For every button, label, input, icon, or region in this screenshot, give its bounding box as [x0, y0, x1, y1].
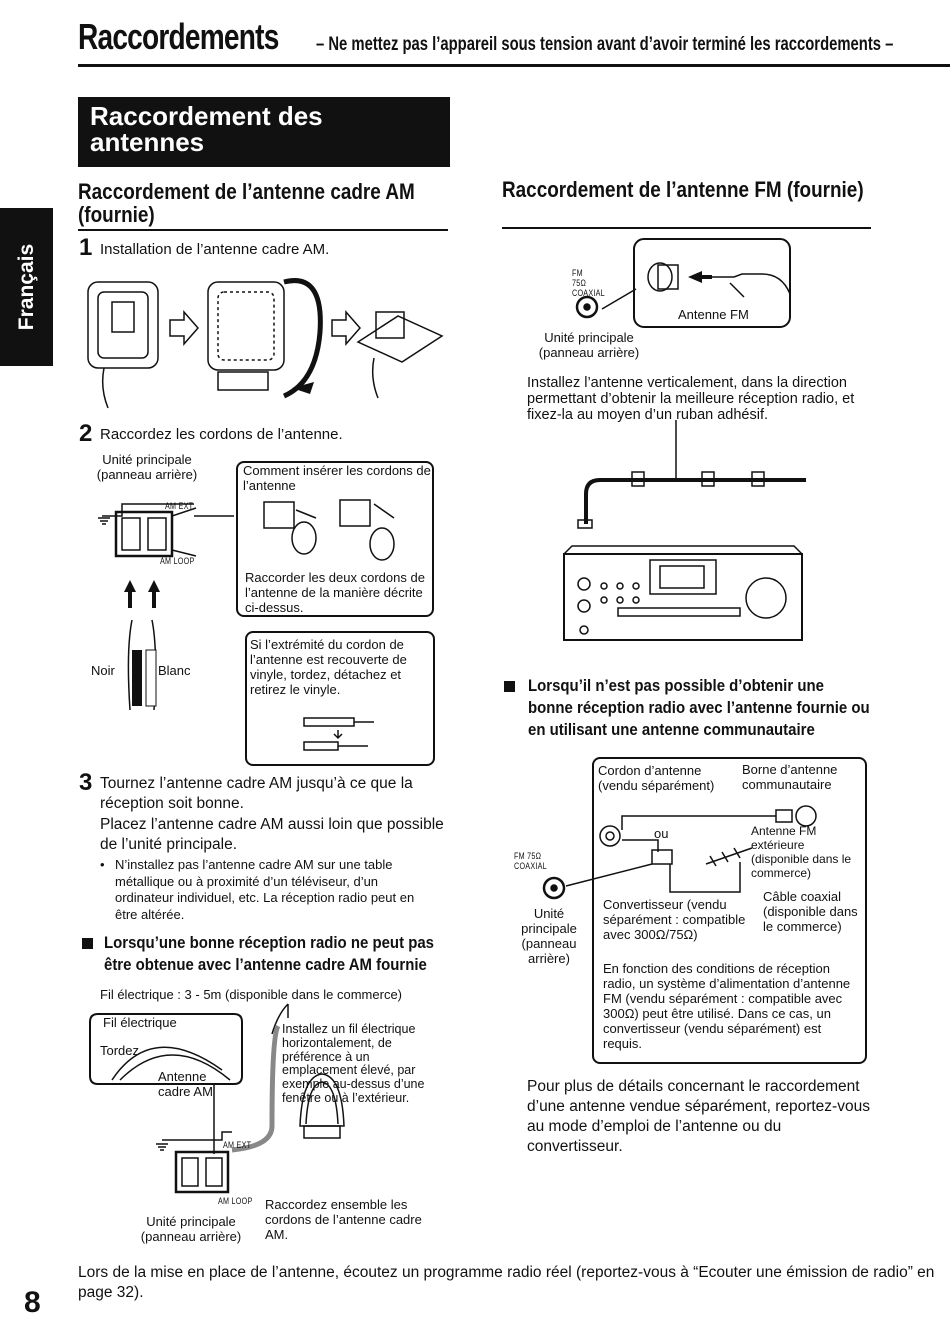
borne-label: Borne d’antenne communautaire — [742, 762, 838, 792]
fm-coaxial-label-2: FM 75Ω COAXIAL — [514, 851, 547, 871]
fm-bullet-square — [504, 681, 515, 692]
antenne-ext-label: Antenne FM extérieure (disponible dans l… — [751, 824, 852, 880]
noir-label: Noir — [91, 663, 115, 678]
fm-details-text: Pour plus de détails concernant le racco… — [527, 1078, 870, 1155]
am-heading: Raccordement de l’antenne cadre AM (four… — [78, 179, 415, 227]
fil-label: Fil électrique — [103, 1015, 177, 1030]
fm-connector-illustration — [575, 238, 791, 328]
fm-external-callout — [592, 757, 867, 1064]
conditions-text: En fonction des conditions de réception … — [603, 961, 851, 1051]
wire-label: Fil électrique : 3 - 5m (disponible dans… — [100, 987, 403, 1002]
cable-label: Câble coaxial (disponible dans le commer… — [763, 889, 858, 934]
am-heading-rule — [78, 229, 448, 231]
section-title-box: Raccordement des antennes — [78, 97, 450, 167]
fm-heading-rule — [502, 227, 871, 229]
am-terminal-illustration — [98, 503, 234, 711]
am-ext-label-2: AM EXT — [223, 1140, 252, 1150]
antenne-cadre-label: Antenne cadre AM — [158, 1069, 213, 1099]
vinyl-text: Si l’extrémité du cordon de l’antenne es… — [250, 637, 407, 697]
unit-label-am: Unité principale (panneau arrière) — [96, 452, 198, 482]
step3-text2: Placez l’antenne cadre AM aussi loin que… — [100, 816, 444, 853]
fm-external-antenna-illustration — [542, 805, 817, 900]
unit-label-fm-2: Unité principale (panneau arrière) — [521, 906, 577, 966]
am-ext-label: AM EXT — [165, 501, 194, 511]
fm-heading: Raccordement de l’antenne FM (fournie) — [502, 177, 864, 202]
insert-title: Comment insérer les cordons de l’antenne — [243, 463, 431, 493]
insert-callout — [236, 461, 434, 617]
am-loop-assembly-illustration — [87, 278, 444, 409]
unit-label-am-2: Unité principale (panneau arrière) — [140, 1214, 242, 1244]
vinyl-callout — [245, 631, 435, 766]
footer-text: Lors de la mise en place de l’antenne, é… — [78, 1264, 935, 1301]
step3-bullet-dot: • — [100, 857, 105, 872]
cordon-label: Cordon d’antenne (vendu séparément) — [598, 763, 715, 793]
install-wire-text: Installez un fil électrique horizontalem… — [282, 1022, 425, 1105]
header-rule — [78, 64, 950, 67]
step2-number: 2 — [79, 420, 93, 447]
step3-text1: Tournez l’antenne cadre AM jusqu’à ce qu… — [100, 775, 413, 812]
step2-text: Raccordez les cordons de l’antenne. — [100, 426, 343, 443]
insert-text: Raccorder les deux cordons de l’antenne … — [245, 570, 425, 615]
connect-together-text: Raccordez ensemble les cordons de l’ante… — [265, 1197, 422, 1242]
vinyl-strip-illustration — [303, 717, 374, 751]
step3-bullet: N’installez pas l’antenne cadre AM sur u… — [115, 857, 415, 922]
am-wire-illustration — [89, 1003, 345, 1194]
fm-coaxial-label: FM 75Ω COAXIAL — [572, 268, 605, 298]
page-subtitle: – Ne mettez pas l’appareil sous tension … — [316, 34, 894, 55]
language-tab: Français — [0, 208, 53, 366]
blanc-label: Blanc — [158, 663, 191, 678]
am-loop-label: AM LOOP — [160, 556, 195, 566]
fm-bad-heading: Lorsqu’il n’est pas possible d’obtenir u… — [528, 676, 870, 739]
convertisseur-label: Convertisseur (vendu séparément : compat… — [603, 897, 746, 942]
tordez-label: Tordez — [100, 1043, 140, 1058]
insert-cords-illustration — [263, 499, 395, 561]
unit-label-fm: Unité principale (panneau arrière) — [538, 330, 640, 360]
am-bullet-square — [82, 938, 93, 949]
am-loop-label-2: AM LOOP — [218, 1196, 253, 1206]
language-tab-label: Français — [14, 243, 38, 331]
step1-number: 1 — [79, 234, 93, 261]
step1-text: Installation de l’antenne cadre AM. — [100, 241, 330, 258]
ou-label: ou — [654, 826, 669, 841]
fm-device-illustration — [563, 420, 806, 641]
section-title: Raccordement des antennes — [90, 101, 323, 157]
page-number: 8 — [24, 1286, 41, 1319]
page-title: Raccordements — [78, 16, 279, 57]
step3-number: 3 — [79, 769, 93, 796]
am-bad-reception-heading: Lorsqu’une bonne réception radio ne peut… — [104, 933, 434, 974]
antenne-fm-label: Antenne FM — [678, 307, 749, 322]
fm-install-text: Installez l’antenne verticalement, dans … — [527, 375, 855, 423]
